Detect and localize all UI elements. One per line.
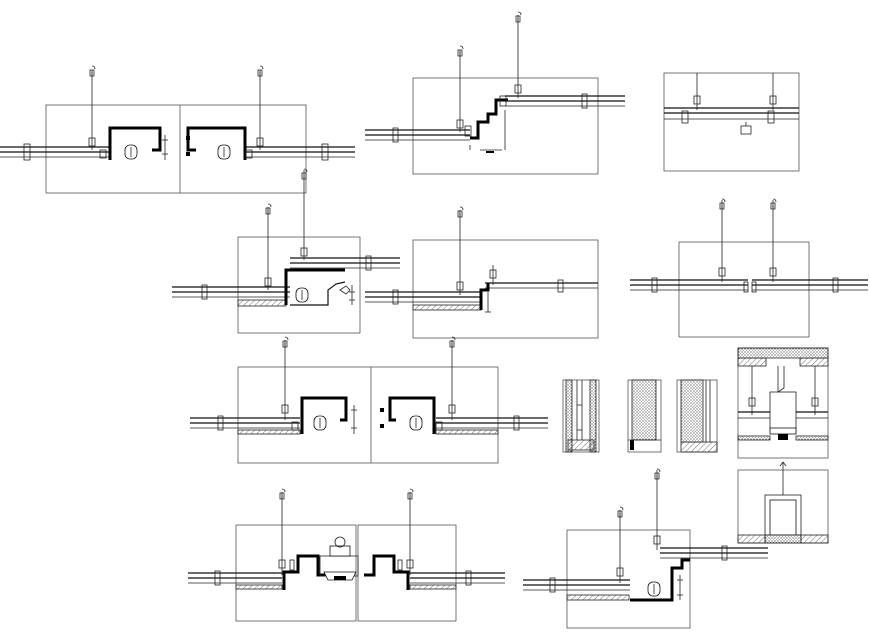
detail-6-split-joint — [630, 198, 868, 338]
detail-9-beam-section — [737, 347, 829, 544]
detail-11-cove-corner — [523, 468, 768, 629]
detail-8-wall-sections — [562, 379, 718, 453]
detail-7-recessed-cove-pair — [190, 336, 548, 464]
detail-2-stepped-bulkhead — [365, 11, 625, 175]
detail-10-pelmet-pair — [188, 488, 505, 622]
detail-4-cove-with-cornice — [172, 168, 400, 334]
detail-3-flush-joint — [663, 72, 800, 172]
detail-1-recessed-cove-pair — [0, 65, 355, 194]
detail-5-step-down — [365, 206, 599, 339]
